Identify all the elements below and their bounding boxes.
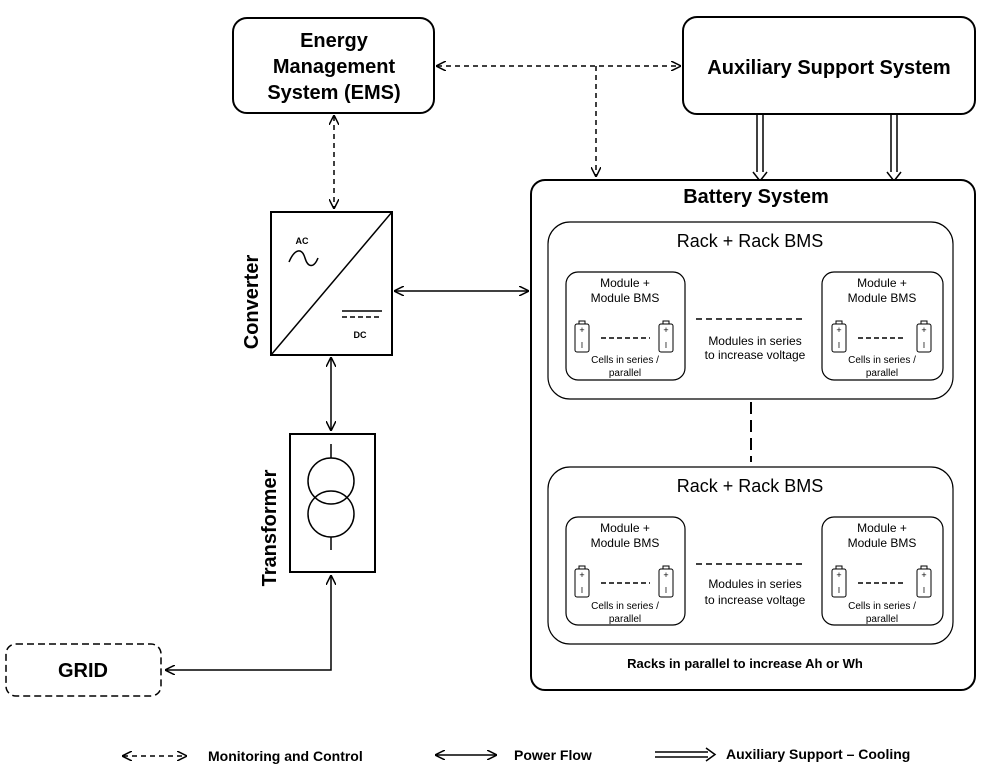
- module-label-line1: Module +: [600, 521, 650, 535]
- svg-text:+: +: [921, 325, 926, 335]
- converter-label: Converter: [241, 255, 263, 350]
- svg-text:+: +: [921, 570, 926, 580]
- transformer-label: Transformer: [259, 469, 281, 586]
- cells-label-line2: parallel: [866, 368, 898, 379]
- rack-title: Rack + Rack BMS: [677, 476, 824, 496]
- svg-text:+: +: [663, 325, 668, 335]
- svg-text:I: I: [581, 586, 583, 595]
- cells-label-line1: Cells in series /: [848, 601, 916, 612]
- legend: Monitoring and Control Power Flow Auxili…: [123, 746, 910, 764]
- cell-icon: + I: [658, 320, 674, 353]
- rack-2: Rack + Rack BMS Module + Module BMS + I …: [547, 466, 954, 645]
- cell-icon: + I: [831, 320, 847, 353]
- series-label-line1: Modules in series: [708, 577, 801, 591]
- cells-label-line1: Cells in series /: [591, 601, 659, 612]
- converter-box: AC DC: [270, 211, 393, 356]
- svg-text:I: I: [581, 341, 583, 350]
- series-label-line2: to increase voltage: [705, 348, 806, 362]
- cell-icon: + I: [574, 320, 590, 353]
- svg-text:+: +: [836, 325, 841, 335]
- battery-system-title: Battery System: [683, 186, 829, 208]
- legend-monitoring-label: Monitoring and Control: [208, 748, 363, 764]
- cell-icon: + I: [658, 565, 674, 598]
- svg-text:+: +: [579, 570, 584, 580]
- module-left: Module + Module BMS + I + I Cells in ser…: [565, 516, 686, 626]
- cells-label-line2: parallel: [609, 368, 641, 379]
- racks-note: Racks in parallel to increase Ah or Wh: [627, 656, 863, 671]
- cell-icon: + I: [574, 565, 590, 598]
- ems-label-line3: System (EMS): [267, 82, 400, 104]
- cell-icon: + I: [831, 565, 847, 598]
- cell-icon: + I: [916, 565, 932, 598]
- module-label-line1: Module +: [857, 521, 907, 535]
- aux-cooling-arrow-1: [752, 115, 768, 183]
- legend-aux-cooling: Auxiliary Support – Cooling: [655, 746, 910, 762]
- svg-text:I: I: [665, 341, 667, 350]
- legend-power: Power Flow: [436, 747, 592, 763]
- legend-monitoring: Monitoring and Control: [123, 748, 363, 764]
- aux-cooling-arrow-2: [886, 115, 902, 183]
- ems-box: Energy Management System (EMS): [232, 17, 435, 114]
- svg-text:+: +: [579, 325, 584, 335]
- converter-dc-label: DC: [354, 330, 367, 340]
- transformer-coil-icon: [307, 457, 355, 505]
- svg-text:I: I: [838, 586, 840, 595]
- aux-box: Auxiliary Support System: [682, 16, 976, 115]
- transformer-box: [289, 433, 376, 573]
- ems-label-line1: Energy: [300, 30, 369, 52]
- aux-label: Auxiliary Support System: [707, 57, 950, 79]
- module-right: Module + Module BMS + I + I Cells in ser…: [821, 271, 944, 381]
- module-label-line1: Module +: [857, 276, 907, 290]
- svg-text:+: +: [663, 570, 668, 580]
- svg-text:I: I: [665, 586, 667, 595]
- ac-wave-icon: [288, 250, 319, 267]
- cell-icon: + I: [916, 320, 932, 353]
- cells-label-line1: Cells in series /: [591, 355, 659, 366]
- rack-1: Rack + Rack BMS Module + Module BMS + I …: [547, 221, 954, 400]
- module-label-line1: Module +: [600, 276, 650, 290]
- module-label-line2: Module BMS: [591, 291, 660, 305]
- module-label-line2: Module BMS: [848, 291, 917, 305]
- legend-power-label: Power Flow: [514, 747, 592, 763]
- svg-text:+: +: [836, 570, 841, 580]
- cells-label-line2: parallel: [866, 614, 898, 625]
- svg-text:I: I: [923, 586, 925, 595]
- grid-box: GRID: [5, 643, 162, 697]
- cells-label-line2: parallel: [609, 614, 641, 625]
- cells-label-line1: Cells in series /: [848, 355, 916, 366]
- module-right: Module + Module BMS + I + I Cells in ser…: [821, 516, 944, 626]
- module-label-line2: Module BMS: [848, 536, 917, 550]
- module-label-line2: Module BMS: [591, 536, 660, 550]
- module-left: Module + Module BMS + I + I Cells in ser…: [565, 271, 686, 381]
- svg-text:I: I: [838, 341, 840, 350]
- series-label-line1: Modules in series: [708, 334, 801, 348]
- svg-text:I: I: [923, 341, 925, 350]
- grid-label: GRID: [58, 660, 108, 682]
- converter-ac-label: AC: [296, 236, 309, 246]
- ems-label-line2: Management: [273, 56, 396, 78]
- transformer-grid-power-line: [166, 576, 331, 670]
- rack-title: Rack + Rack BMS: [677, 231, 824, 251]
- series-label-line2: to increase voltage: [705, 593, 806, 607]
- legend-aux-cooling-label: Auxiliary Support – Cooling: [726, 746, 910, 762]
